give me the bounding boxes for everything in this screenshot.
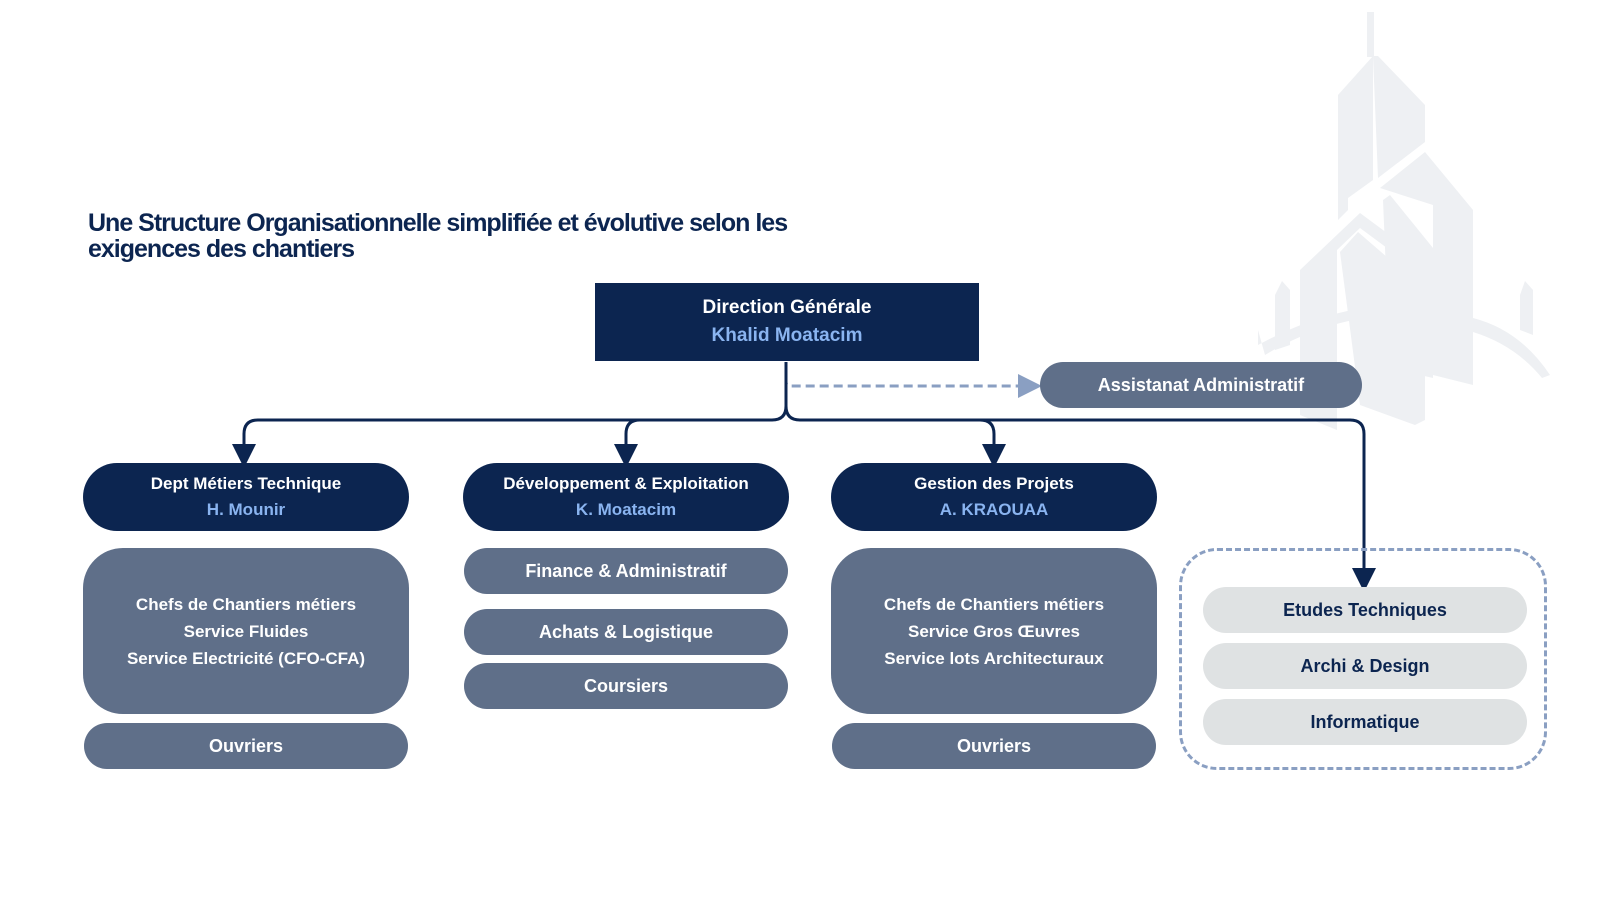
- unit-finance-administratif[interactable]: Finance & Administratif: [464, 548, 788, 594]
- support-etudes-techniques[interactable]: Etudes Techniques: [1203, 587, 1527, 633]
- support-archi-design[interactable]: Archi & Design: [1203, 643, 1527, 689]
- connector-dashed-assistant: [784, 362, 1042, 398]
- unit-label: Ouvriers: [208, 735, 284, 756]
- dept-title: Gestion des Projets: [914, 474, 1074, 493]
- title-line-2: exigences des chantiers: [88, 235, 355, 263]
- title-line-1: Une Structure Organisationnelle simplifi…: [88, 209, 788, 237]
- assistant-box[interactable]: Assistanat Administratif: [1040, 362, 1362, 408]
- direction-generale-box[interactable]: Direction Générale Khalid Moatacim: [595, 283, 979, 361]
- support-label: Informatique: [1310, 711, 1420, 732]
- unit-chefs-chantiers-gros-oeuvres[interactable]: Chefs de Chantiers métiers Service Gros …: [831, 548, 1157, 714]
- connector-dept-2: [614, 418, 641, 468]
- unit-line: Chefs de Chantiers métiers: [135, 594, 357, 614]
- support-group-frame: [1179, 548, 1547, 770]
- dept-metiers-technique[interactable]: Dept Métiers Technique H. Mounir: [83, 463, 409, 531]
- unit-ouvriers-3[interactable]: Ouvriers: [832, 723, 1156, 769]
- unit-label: Ouvriers: [956, 735, 1032, 756]
- unit-line: Service lots Architecturaux: [884, 648, 1104, 668]
- unit-line: Service Gros Œuvres: [908, 621, 1080, 641]
- unit-line: Service Fluides: [183, 621, 309, 641]
- unit-coursiers[interactable]: Coursiers: [464, 663, 788, 709]
- unit-line: Chefs de Chantiers métiers: [883, 594, 1105, 614]
- dept-developpement-exploitation[interactable]: Développement & Exploitation K. Moatacim: [463, 463, 789, 531]
- dept-title: Dept Métiers Technique: [150, 474, 342, 493]
- dept-head-name: H. Mounir: [206, 500, 286, 519]
- connector-trunk: [232, 362, 788, 468]
- direction-name: Khalid Moatacim: [711, 325, 863, 346]
- dept-head-name: K. Moatacim: [575, 500, 677, 519]
- support-informatique[interactable]: Informatique: [1203, 699, 1527, 745]
- connector-right: [784, 405, 1376, 592]
- unit-label: Finance & Administratif: [525, 560, 727, 581]
- assistant-label: Assistanat Administratif: [1097, 374, 1305, 395]
- unit-label: Achats & Logistique: [538, 621, 713, 642]
- unit-chefs-chantiers-fluides[interactable]: Chefs de Chantiers métiers Service Fluid…: [83, 548, 409, 714]
- dept-head-name: A. KRAOUAA: [939, 500, 1049, 519]
- connector-dept-3: [979, 418, 1006, 468]
- direction-title: Direction Générale: [702, 297, 872, 318]
- unit-ouvriers-1[interactable]: Ouvriers: [84, 723, 408, 769]
- dept-gestion-projets[interactable]: Gestion des Projets A. KRAOUAA: [831, 463, 1157, 531]
- unit-label: Coursiers: [583, 675, 669, 696]
- unit-line: Service Electricité (CFO-CFA): [126, 648, 366, 668]
- support-label: Archi & Design: [1300, 655, 1430, 676]
- page-title: Une Structure Organisationnelle simplifi…: [88, 210, 868, 262]
- dept-title: Développement & Exploitation: [503, 474, 749, 493]
- support-label: Etudes Techniques: [1283, 599, 1447, 620]
- unit-achats-logistique[interactable]: Achats & Logistique: [464, 609, 788, 655]
